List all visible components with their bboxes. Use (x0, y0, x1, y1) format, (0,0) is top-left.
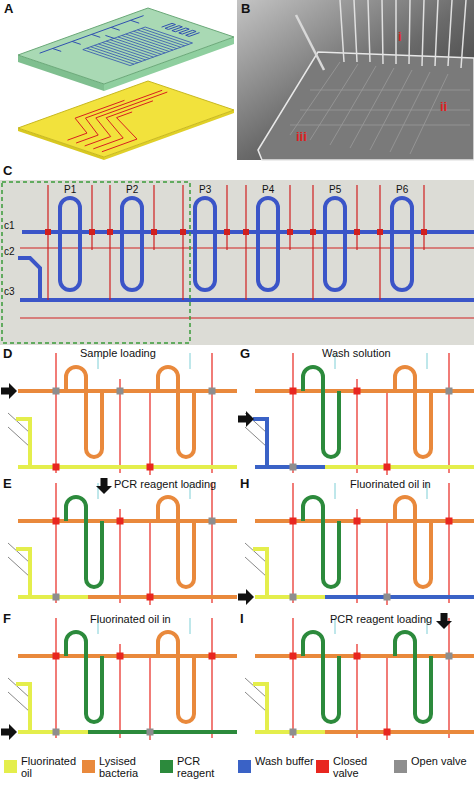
serpentine (162, 23, 200, 36)
control-line (40, 89, 219, 152)
channel-label: c3 (4, 286, 15, 298)
channel-label: c1 (4, 220, 15, 232)
legend-swatch (238, 760, 251, 773)
chamber-label: P5 (329, 184, 341, 196)
step-title: Sample loading (80, 347, 156, 360)
panel-letter: I (240, 612, 244, 627)
step-title: Wash solution (322, 347, 391, 360)
chip-schematic (8, 618, 237, 740)
hairpin-channel (107, 185, 157, 300)
device-photo (237, 0, 474, 160)
panel-letter: E (3, 477, 12, 492)
panel-letter: A (4, 2, 13, 17)
legend-text: Closed valve (333, 755, 393, 779)
hairpin-channel (377, 185, 427, 300)
needle (340, 0, 466, 68)
legend-swatch (394, 760, 407, 773)
legend-swatch (160, 760, 173, 773)
chip-schematic (8, 353, 237, 475)
chamber-label: P2 (126, 184, 138, 196)
chamber-label: P4 (262, 184, 274, 196)
highlight-box (2, 182, 190, 343)
flow-arrow (238, 589, 254, 605)
panel-letter: C (3, 164, 12, 179)
needle (296, 15, 324, 70)
legend-swatch (316, 760, 329, 773)
channel (40, 16, 161, 59)
channel-array (83, 27, 193, 66)
control-line (20, 248, 474, 318)
control-layer (18, 81, 234, 157)
callout-label: ii (440, 100, 447, 115)
chip-schematic (245, 353, 474, 475)
flow-arrow (436, 613, 452, 629)
channel-photo (0, 180, 474, 345)
chamber-label: P1 (64, 184, 76, 196)
panel-letter: D (3, 347, 12, 362)
hairpin-channel (180, 185, 230, 300)
legend-text: Wash buffer (255, 755, 315, 767)
step-title: Fluorinated oil in (350, 478, 431, 491)
step-title: PCR reagent loading (114, 478, 216, 491)
chip-schematic (245, 483, 474, 605)
hairpin-channel (243, 185, 293, 300)
flow-arrow (1, 724, 17, 740)
flow-arrow (238, 411, 254, 427)
legend-text: Lysised bacteria (99, 755, 159, 779)
fluid-layer (18, 8, 234, 84)
flow-arrow (96, 478, 112, 494)
legend-text: PCR reagent (177, 755, 237, 779)
panel-letter: B (241, 2, 250, 17)
legend-swatch (82, 760, 95, 773)
photo-background (0, 180, 474, 345)
chamber-label: P3 (199, 184, 211, 196)
channel (290, 62, 470, 154)
chip-layers (18, 8, 234, 160)
flow-arrow (1, 383, 17, 399)
legend-text: Open valve (411, 755, 471, 767)
chip-schematic (245, 618, 474, 740)
callout-label: iii (296, 130, 307, 145)
step-title: PCR reagent loading (330, 613, 432, 626)
hairpin-channel (310, 185, 360, 300)
legend-swatch (4, 760, 17, 773)
callout-label: i (398, 30, 402, 45)
photo-background (237, 0, 474, 160)
hairpin-channel (45, 185, 95, 300)
legend-text: Fluorinated oil (21, 755, 81, 779)
channel-label: c2 (4, 246, 15, 258)
step-title: Fluorinated oil in (90, 613, 171, 626)
panel-letter: F (3, 612, 11, 627)
chip (258, 52, 474, 160)
chip-schematic (8, 483, 237, 605)
panel-letter: H (240, 477, 249, 492)
chamber-label: P6 (396, 184, 408, 196)
panel-letter: G (240, 347, 250, 362)
